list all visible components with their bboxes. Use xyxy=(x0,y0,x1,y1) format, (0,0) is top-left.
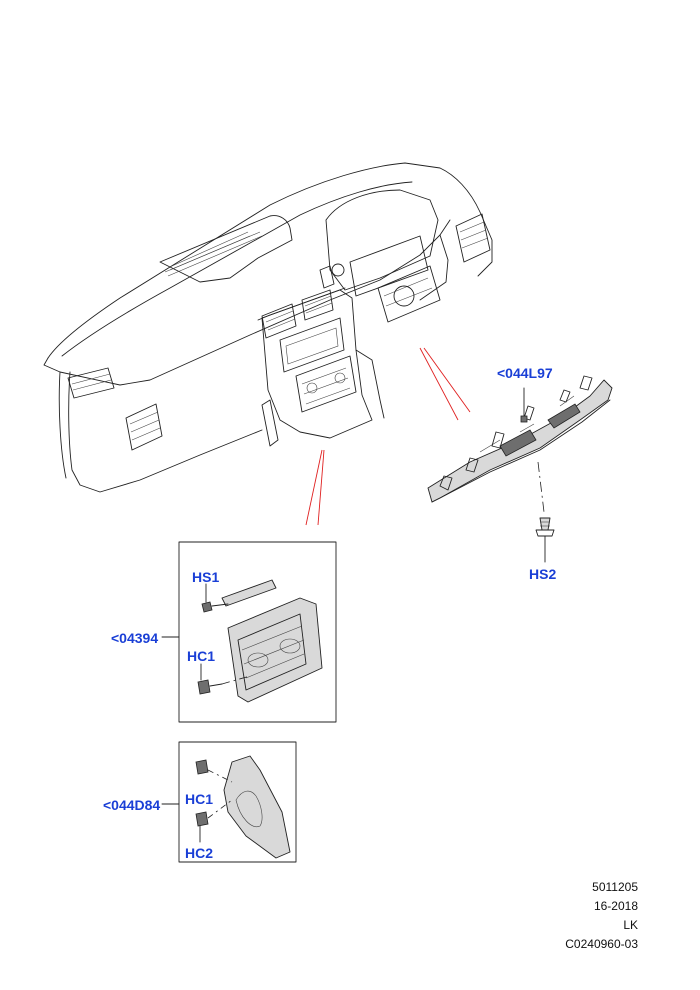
callout-hc2[interactable]: HC2 xyxy=(185,845,213,861)
detail-box-04394 xyxy=(161,541,337,723)
stamp-line-1: 5011205 xyxy=(592,880,638,894)
leader-lines-red xyxy=(305,347,471,526)
callout-044D84[interactable]: <044D84 xyxy=(103,797,160,813)
stamp-line-3: LK xyxy=(623,918,638,932)
callout-04394[interactable]: <04394 xyxy=(111,630,158,646)
drawing-stamp: 5011205 16-2018 LK C0240960-03 xyxy=(565,878,638,954)
callout-hs1[interactable]: HS1 xyxy=(192,569,219,585)
callout-hc1-bottom[interactable]: HC1 xyxy=(185,791,213,807)
stamp-line-4: C0240960-03 xyxy=(565,937,638,951)
callout-hc1-top[interactable]: HC1 xyxy=(187,648,215,664)
stamp-line-2: 16-2018 xyxy=(593,899,638,913)
screw-hs2 xyxy=(535,517,555,563)
callout-hs2[interactable]: HS2 xyxy=(529,566,556,582)
callout-044L97[interactable]: <044L97 xyxy=(497,365,553,381)
lower-trim-panel xyxy=(427,375,613,513)
dashboard-assembly xyxy=(43,162,493,493)
detail-box-044D84 xyxy=(161,741,297,863)
